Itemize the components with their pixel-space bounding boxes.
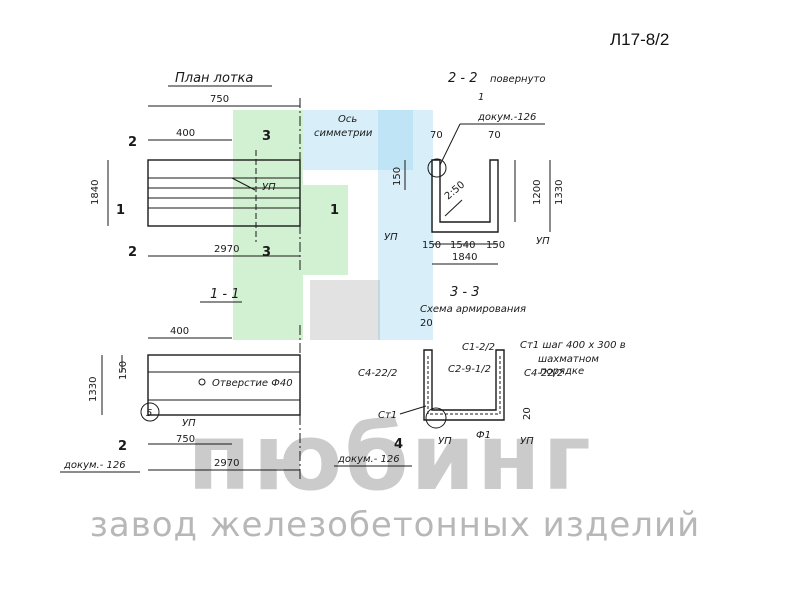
plan-sec2-top: 2 xyxy=(128,135,137,150)
sec33-up-mid: УП xyxy=(438,436,452,447)
sec33-c4-left: С4-22/2 xyxy=(358,368,397,379)
plan-sec1-right: 1 xyxy=(330,203,339,218)
sec22-profile xyxy=(431,159,499,233)
sec22-dim-top-left: 70 xyxy=(430,130,443,141)
sec22-dim-top-right: 70 xyxy=(488,130,501,141)
sec11-detail-circle xyxy=(140,402,160,422)
section-3-3: 3 - 3 Схема армирования 20 С1-2/2 С2-9-1… xyxy=(334,285,626,467)
sec33-profile xyxy=(423,349,505,421)
sec22-subtitle: повернуто xyxy=(490,74,545,85)
plan-dim-750-text: 750 xyxy=(210,94,229,105)
sec22-dim-bot-right: 150 xyxy=(486,240,505,251)
sec11-up-label: УП xyxy=(182,418,196,429)
sec11-doc-ref: докум.- 126 xyxy=(63,460,126,471)
sec33-up-right: УП xyxy=(520,436,534,447)
sec22-up-left: УП xyxy=(384,232,398,243)
sec33-c4-right: С4-22/2 xyxy=(524,368,563,379)
watermark-subtitle: завод железобетонных изделий xyxy=(89,505,701,545)
sec33-ct1-note-1: Ст1 шаг 400 х 300 в xyxy=(520,340,626,351)
sec22-dim-bot-total: 1840 xyxy=(452,252,477,263)
plan-dim-1840-text: 1840 xyxy=(90,180,101,205)
sec22-slope-text: 2:50 xyxy=(443,179,467,202)
sec22-callout: 1 xyxy=(478,92,484,103)
sec22-dim-h-mid: 1200 xyxy=(532,180,543,205)
sec22-dim-h-left: 150 xyxy=(392,167,403,186)
watermark-blue-block xyxy=(303,110,413,170)
sec11-hole-label: Отверстие Ф40 xyxy=(212,378,293,389)
sec33-ct1-left: Ст1 xyxy=(378,410,397,421)
sec22-doc-ref: докум.-126 xyxy=(477,112,536,123)
section-2-2: 2 - 2 повернуто 1 докум.-126 2:50 70 70 … xyxy=(384,71,565,265)
sec22-title: 2 - 2 xyxy=(448,71,478,86)
section-1-1: 1 - 1 400 Отверстие Ф40 150 1330 5 УП 75… xyxy=(60,287,301,480)
sec22-dim-h-total: 1330 xyxy=(554,180,565,205)
plan-sec1-left: 1 xyxy=(116,203,125,218)
sec11-dim-h-total: 1330 xyxy=(88,377,99,402)
plan-dim-400-text: 400 xyxy=(176,128,195,139)
sec11-dim-top: 400 xyxy=(170,326,189,337)
sec22-slope-line xyxy=(444,199,463,217)
sec33-doc-ref: докум.- 126 xyxy=(337,454,400,465)
plan-dim-2970-text: 2970 xyxy=(214,244,239,255)
sec33-dim-top: 20 xyxy=(420,318,433,329)
watermark-green-block xyxy=(233,110,303,340)
sec33-ct1-leader xyxy=(399,405,427,415)
sec33-detail-circle xyxy=(425,407,447,429)
sec33-c2: С2-9-1/2 xyxy=(448,364,491,375)
sheet-code: Л17-8/2 xyxy=(610,30,670,49)
sec11-dim-length: 2970 xyxy=(214,458,239,469)
plan-sec3-top: 3 xyxy=(262,129,271,144)
sec33-callout: 4 xyxy=(394,437,403,452)
sec22-detail-circle xyxy=(427,158,447,178)
plan-title: План лотка xyxy=(175,71,253,86)
sec22-up-right: УП xyxy=(536,236,550,247)
plan-sec2-bottom: 2 xyxy=(128,245,137,260)
plan-axis-label-1: Ось xyxy=(338,114,357,125)
sec33-title: 3 - 3 xyxy=(450,285,480,300)
sec11-dim-h-top: 150 xyxy=(118,361,129,380)
watermark-word: пюбинг xyxy=(187,404,593,511)
watermark-green-block-2 xyxy=(303,185,348,275)
watermark-blue-block-2 xyxy=(378,110,433,340)
plan-axis-label-2: симметрии xyxy=(314,128,373,139)
plan-view: План лотка 750 400 Ось симметрии 1840 29… xyxy=(90,71,373,270)
sec11-callout: 2 xyxy=(118,439,127,454)
sec11-title: 1 - 1 xyxy=(210,287,240,302)
sec33-dim-right: 20 xyxy=(522,407,533,420)
sec22-dim-bot-mid: 1540 xyxy=(450,240,475,251)
sec33-c1: С1-2/2 xyxy=(462,342,495,353)
sec11-circle-num: 5 xyxy=(146,408,152,419)
watermark-gray-block xyxy=(310,280,380,340)
plan-up-label: УП xyxy=(262,182,276,193)
sec11-dim-bottom: 750 xyxy=(176,434,195,445)
sec33-subtitle: Схема армирования xyxy=(420,304,526,315)
sec22-dim-bot-left: 150 xyxy=(422,240,441,251)
sec33-ct1-note-3: порядке xyxy=(540,366,584,377)
sec22-doc-leader xyxy=(439,123,461,166)
plan-up-leader xyxy=(231,177,256,191)
plan-sec3-bottom: 3 xyxy=(262,245,271,260)
sec33-ct1-note-2: шахматном xyxy=(538,354,599,365)
plan-body xyxy=(147,159,301,227)
sec11-hole xyxy=(198,378,206,386)
sec33-f1: Ф1 xyxy=(476,430,491,441)
